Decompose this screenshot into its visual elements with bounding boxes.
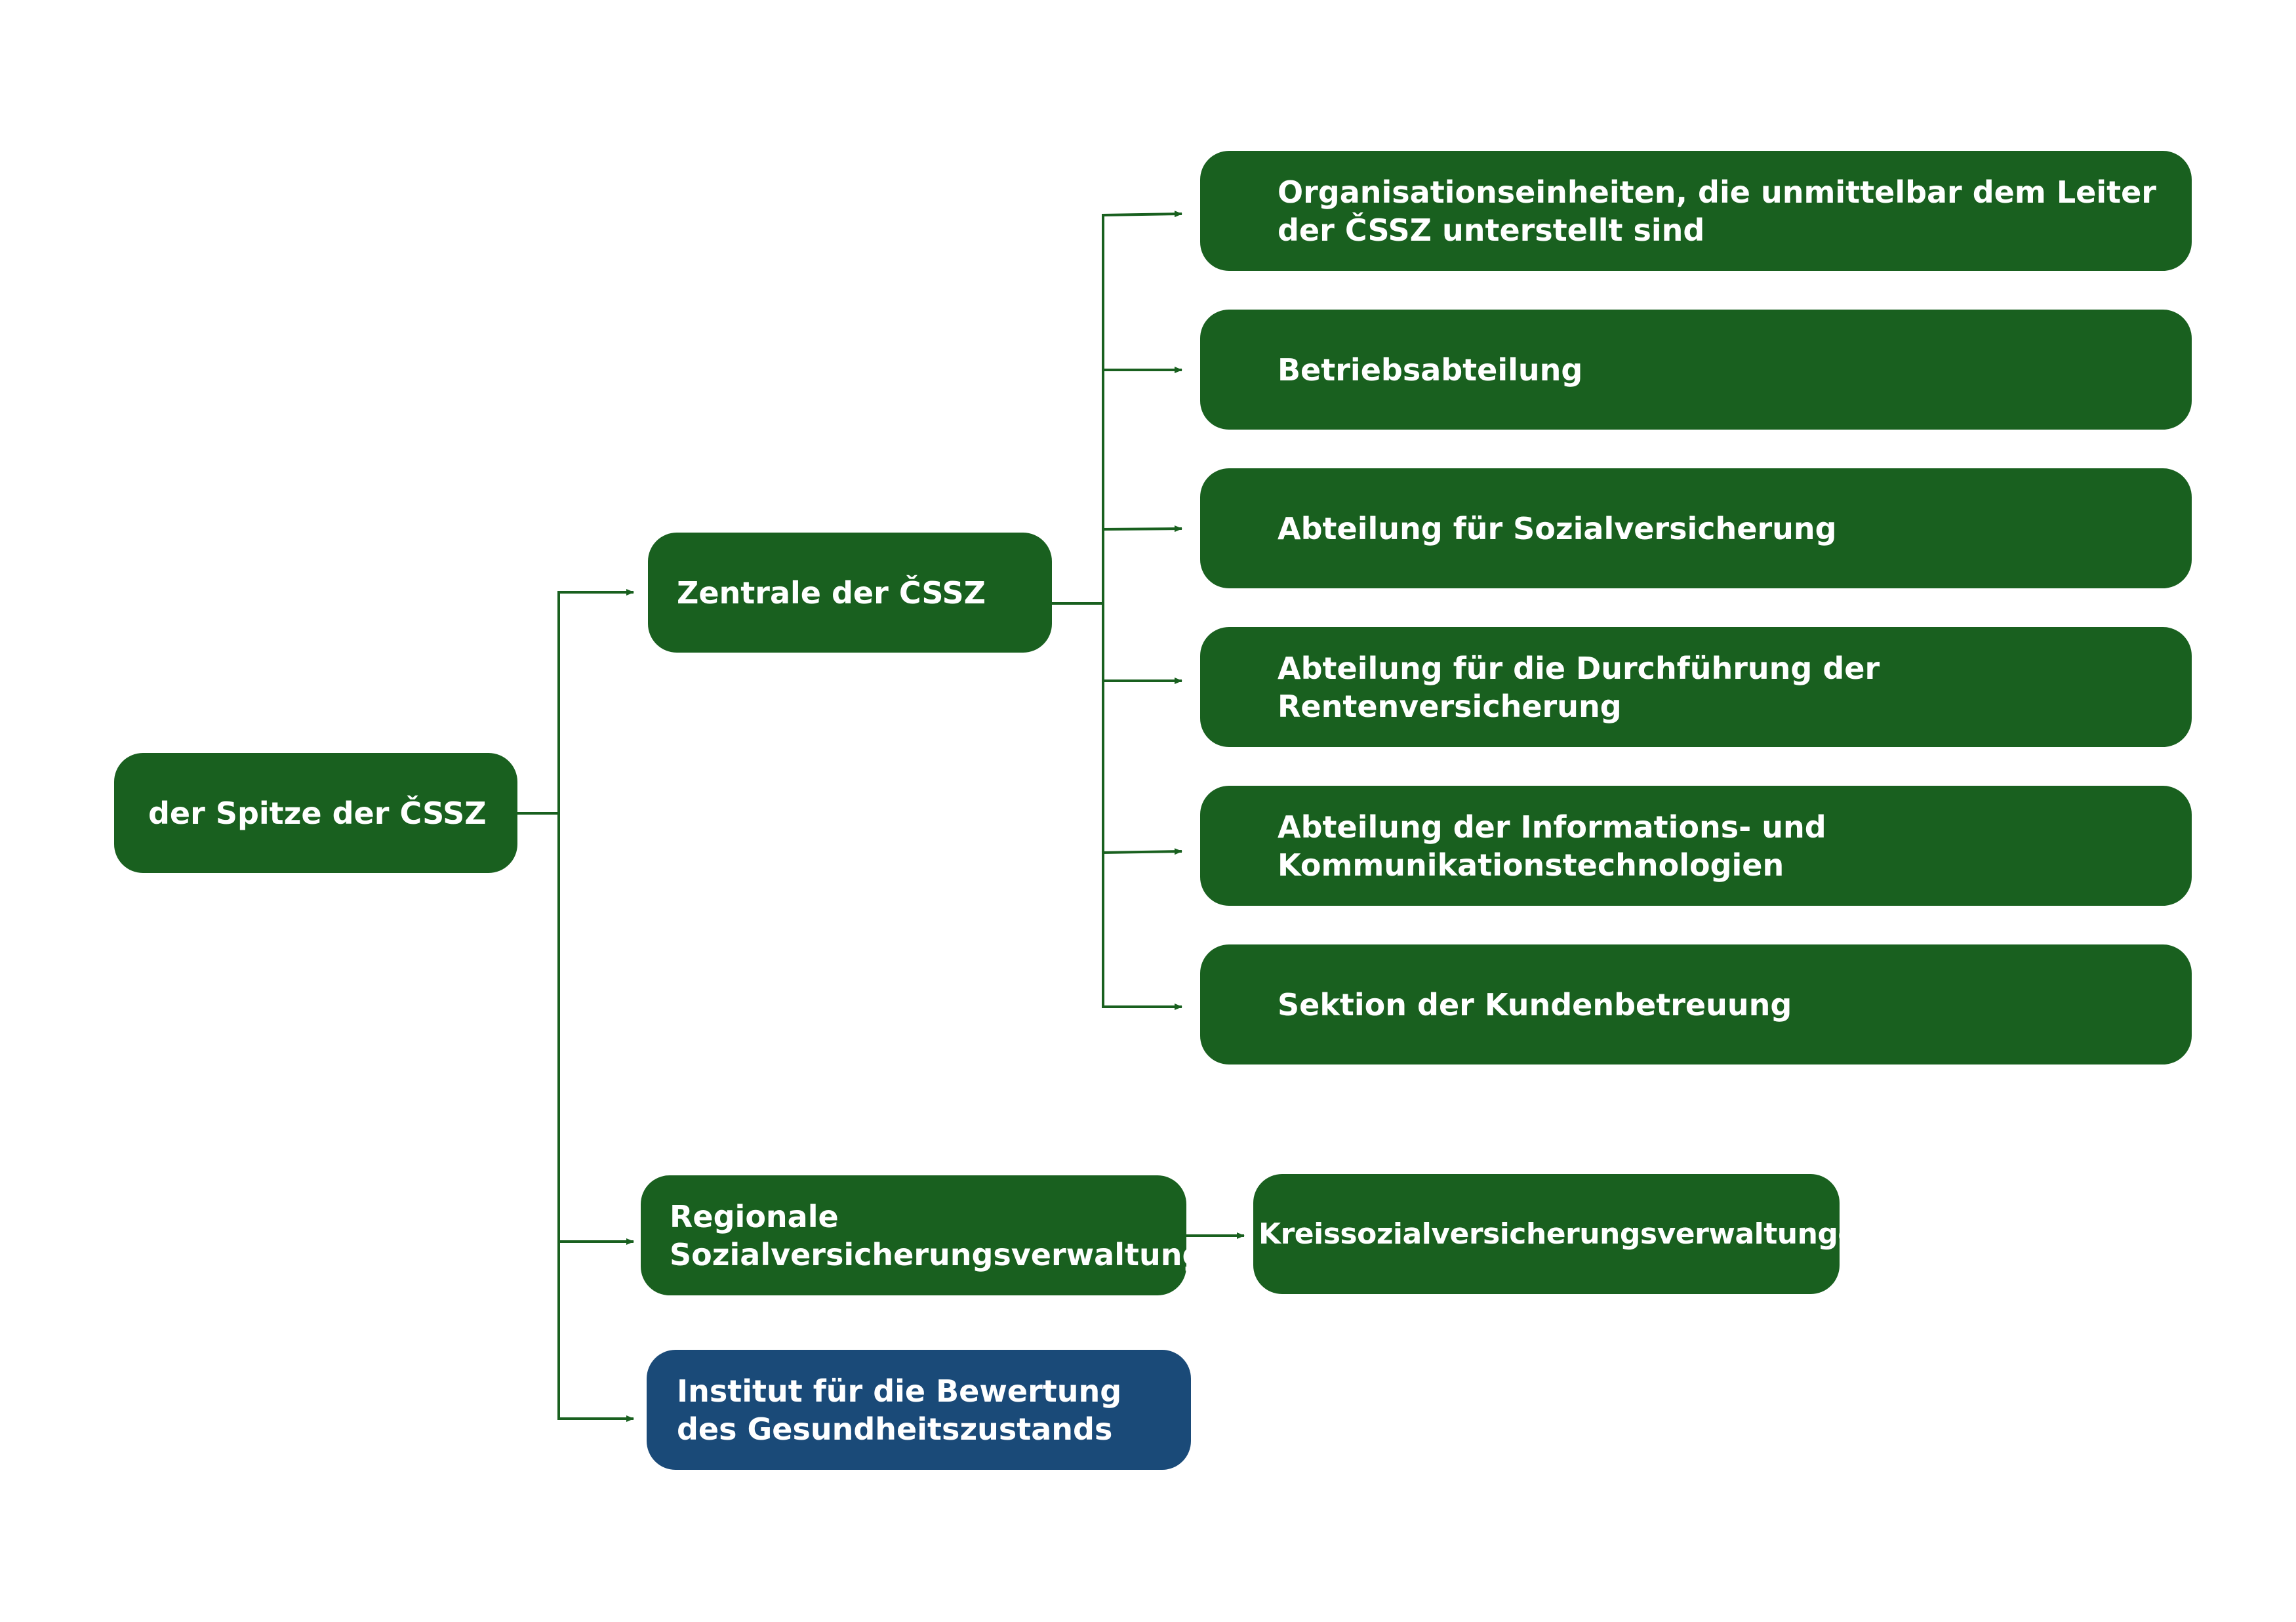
node-kreis-label: Kreissozialversicherungsverwaltungen bbox=[1259, 1217, 1878, 1251]
node-zentrale: Zentrale der ČSSZ bbox=[648, 533, 1052, 653]
node-zentrale-label: Zentrale der ČSSZ bbox=[677, 575, 986, 611]
node-dept-kundenbetreuung: Sektion der Kundenbetreuung bbox=[1200, 944, 2192, 1064]
node-institut-label: Institut für die Bewertung des Gesundhei… bbox=[677, 1373, 1122, 1447]
node-institut: Institut für die Bewertung des Gesundhei… bbox=[647, 1350, 1191, 1470]
node-dept-label: Organisationseinheiten, die unmittelbar … bbox=[1278, 174, 2156, 248]
arrow-to-dept-1 bbox=[1101, 211, 1182, 218]
arrow-to-dept-5 bbox=[1101, 848, 1182, 855]
node-dept-label: Abteilung der Informations- und Kommunik… bbox=[1278, 809, 1826, 883]
node-der-spitze: der Spitze der ČSSZ bbox=[114, 753, 517, 873]
node-dept-rentenversicherung: Abteilung für die Durchführung der Rente… bbox=[1200, 627, 2192, 747]
node-dept-ikt: Abteilung der Informations- und Kommunik… bbox=[1200, 786, 2192, 906]
node-dept-label: Abteilung für die Durchführung der Rente… bbox=[1278, 650, 1880, 724]
node-dept-label: Betriebsabteilung bbox=[1278, 352, 1583, 388]
node-dept-label: Abteilung für Sozialversicherung bbox=[1278, 510, 1837, 546]
node-dept-sozialversicherung: Abteilung für Sozialversicherung bbox=[1200, 468, 2192, 588]
node-regionale-verwaltungen: Regionale Sozialversicherungsverwaltunge… bbox=[641, 1175, 1245, 1295]
node-regionale-label: Regionale Sozialversicherungsverwaltunge… bbox=[670, 1198, 1246, 1272]
node-dept-organisationseinheiten: Organisationseinheiten, die unmittelbar … bbox=[1200, 151, 2192, 271]
node-dept-betriebsabteilung: Betriebsabteilung bbox=[1200, 310, 2192, 430]
node-dept-label: Sektion der Kundenbetreuung bbox=[1278, 986, 1792, 1023]
node-der-spitze-label: der Spitze der ČSSZ bbox=[148, 795, 487, 831]
node-kreis-verwaltungen: Kreissozialversicherungsverwaltungen bbox=[1253, 1174, 1878, 1294]
